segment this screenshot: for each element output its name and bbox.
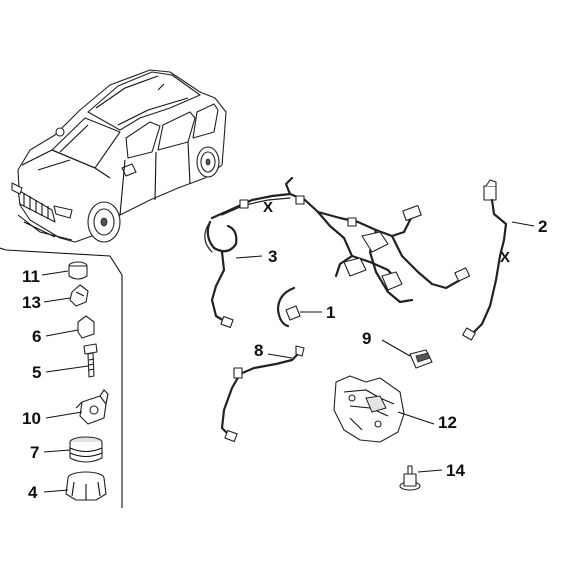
callout-7: 7 xyxy=(30,443,39,462)
bracket-plate-icon xyxy=(333,375,405,443)
mounting-bracket-icon xyxy=(276,286,301,328)
callout-13: 13 xyxy=(22,293,41,312)
suv-vehicle-icon xyxy=(11,69,227,243)
cable-icon xyxy=(462,179,508,341)
callout-10: 10 xyxy=(22,409,41,428)
callout-14: 14 xyxy=(446,461,465,480)
clip-icon xyxy=(65,471,107,501)
callout-11: 11 xyxy=(22,267,40,286)
seal-icon xyxy=(69,436,103,463)
callout-12: 12 xyxy=(438,413,457,432)
callout-3: 3 xyxy=(268,247,277,266)
connector-9-icon xyxy=(409,349,433,369)
callout-1: 1 xyxy=(326,303,335,322)
callout-8: 8 xyxy=(254,341,263,360)
cut-mark-harness: X xyxy=(263,199,273,216)
panel-divider xyxy=(0,247,123,508)
bolt-14-icon xyxy=(399,465,421,491)
callout-2: 2 xyxy=(538,217,547,236)
callout-9: 9 xyxy=(362,329,371,348)
callout-5: 5 xyxy=(32,363,41,382)
grommet-icon xyxy=(77,315,95,339)
bolt-icon xyxy=(83,343,98,378)
connector-icon xyxy=(75,389,109,425)
callout-4: 4 xyxy=(28,483,38,502)
callout-6: 6 xyxy=(32,327,41,346)
cut-mark-cable: X xyxy=(500,249,510,266)
cable-8-icon xyxy=(220,345,305,443)
plug-icon xyxy=(69,284,89,307)
wiring-harness-icon xyxy=(204,176,471,329)
protective-cap-icon xyxy=(68,261,88,280)
